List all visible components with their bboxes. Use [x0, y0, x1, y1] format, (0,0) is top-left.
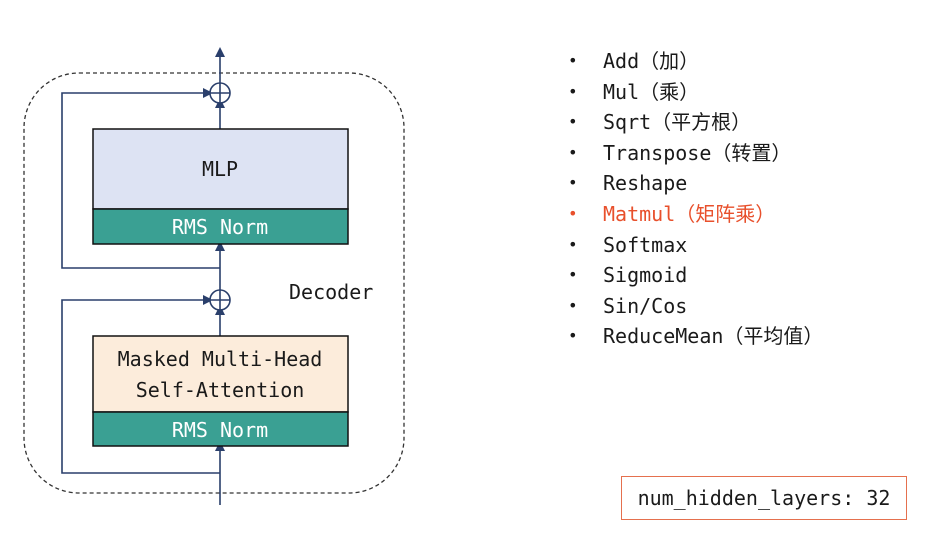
attention-block: Masked Multi-Head Self-Attention RMS Nor… [92, 335, 349, 447]
operator-item: • Add（加） [568, 46, 823, 77]
operator-list: • Add（加） • Mul（乘） • Sqrt（平方根） • Transpose（转置） • R… [568, 46, 823, 352]
operator-item: • Transpose（转置） [568, 138, 823, 169]
add-node-bottom [209, 289, 231, 311]
operator-label: Mul（乘） [603, 79, 700, 104]
mlp-box [92, 128, 349, 210]
bullet-icon: • [568, 326, 578, 346]
operator-item: • Reshape [568, 168, 823, 199]
operator-item: • Matmul（矩阵乘） [568, 199, 823, 230]
operator-label: Matmul（矩阵乘） [603, 201, 776, 226]
bullet-icon: • [568, 234, 578, 254]
operator-label: Sin/Cos [603, 293, 688, 318]
rms-norm-bottom-label: RMS Norm [172, 418, 268, 442]
rms-norm-top-box [92, 208, 349, 245]
operator-item: • Sin/Cos [568, 291, 823, 322]
operator-label: Sigmoid [603, 263, 688, 288]
mlp-label: MLP [202, 157, 238, 181]
bullet-icon: • [568, 112, 578, 132]
bullet-icon: • [568, 295, 578, 315]
operator-label: Reshape [603, 171, 688, 196]
rms-norm-bottom-box [92, 411, 349, 447]
operator-label: Sqrt（平方根） [603, 110, 752, 135]
num-hidden-layers-text: num_hidden_layers: 32 [637, 486, 891, 510]
operator-item: • Mul（乘） [568, 77, 823, 108]
residual-bottom [61, 295, 220, 474]
num-hidden-layers-box: num_hidden_layers: 32 [621, 476, 907, 520]
bullet-icon: • [568, 142, 578, 162]
decoder-boundary [23, 72, 405, 494]
bullet-icon: • [568, 265, 578, 285]
rms-norm-top-label: RMS Norm [172, 215, 268, 239]
bullet-icon: • [568, 81, 578, 101]
bullet-icon: • [568, 173, 578, 193]
operator-label: Softmax [603, 232, 688, 257]
add-node-top [209, 82, 231, 104]
attention-box [92, 335, 349, 413]
residual-top [61, 88, 220, 269]
operator-label: Add（加） [603, 49, 700, 73]
operator-item: • Sqrt（平方根） [568, 107, 823, 138]
attention-label-line2: Self-Attention [136, 378, 305, 402]
bullet-icon: • [568, 51, 578, 70]
bullet-icon: • [568, 203, 578, 223]
operator-item: • Sigmoid [568, 260, 823, 291]
operator-item: • ReduceMean（平均值） [568, 321, 823, 352]
attention-label-line1: Masked Multi-Head [118, 347, 323, 371]
decoder-diagram: MLP RMS Norm Masked Multi-Head Self-Atte… [23, 47, 405, 505]
decoder-label: Decoder [289, 280, 373, 304]
operator-item: • Softmax [568, 230, 823, 261]
operator-label: ReduceMean（平均值） [603, 324, 824, 349]
mlp-block: MLP RMS Norm [92, 128, 349, 245]
operator-label: Transpose（转置） [603, 140, 792, 165]
